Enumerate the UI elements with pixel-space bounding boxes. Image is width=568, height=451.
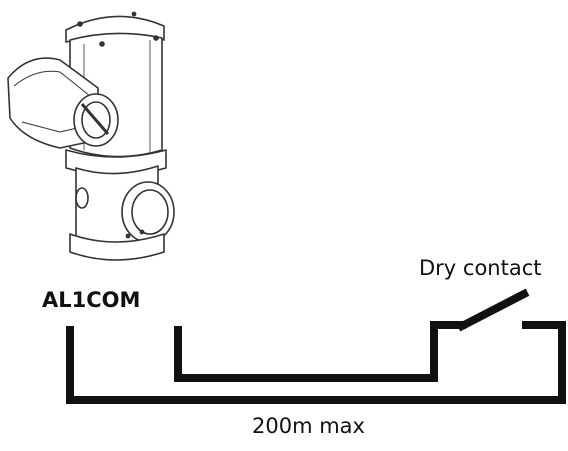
device-label: AL1COM — [42, 288, 141, 312]
dry-contact-switch-icon — [456, 288, 530, 332]
distance-label: 200m max — [252, 414, 365, 438]
inner-cable-line — [174, 321, 466, 382]
outer-cable-line — [66, 321, 566, 404]
ptz-camera-housing-icon — [7, 11, 175, 261]
dry-contact-label: Dry contact — [419, 256, 542, 280]
